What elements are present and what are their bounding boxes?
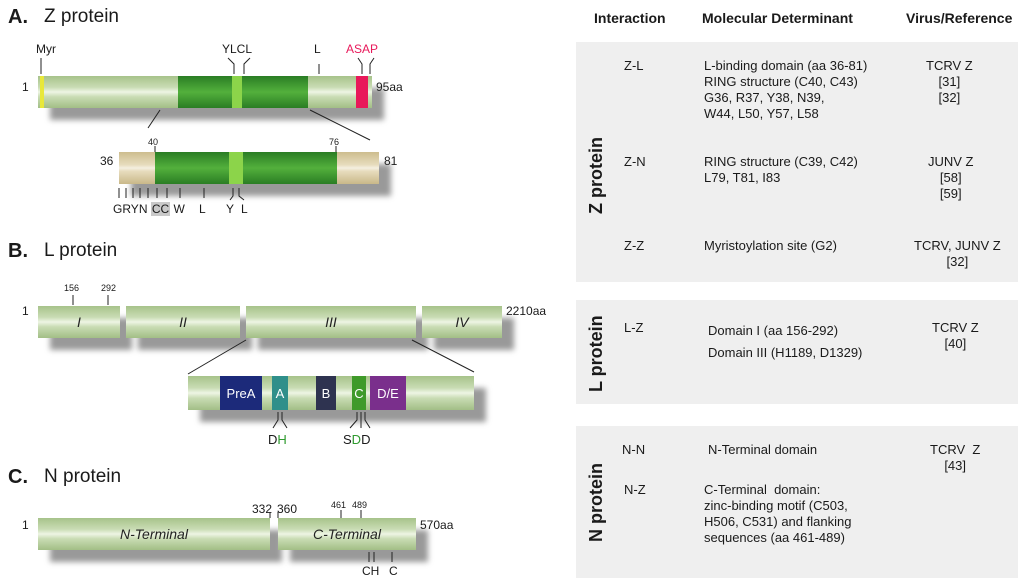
n-terminal-domain: N-Terminal [38, 518, 282, 562]
zoom-ylcl-motif [229, 152, 243, 184]
section-b-letter: B. [8, 240, 28, 262]
z-z-determinant: Myristoylation site (G2) [704, 238, 837, 253]
c-terminal-domain: C-Terminal [278, 518, 428, 562]
l-domain-iii: III [246, 306, 428, 350]
motif-c-residues: SDD [343, 432, 371, 447]
ring-domain [178, 76, 308, 108]
zoom-40-label: 40 [148, 137, 159, 147]
group-n-label: N protein [586, 463, 606, 542]
res-r: R [122, 202, 131, 216]
n-n-interaction: N-N [622, 442, 646, 457]
group-n-panel: N protein N-N N-Terminal domain TCRV Z [… [576, 426, 1018, 578]
section-a-letter: A. [8, 6, 28, 28]
n-c-label: C [389, 564, 398, 578]
header-interaction: Interaction [594, 10, 666, 26]
n-ch-label: CH [362, 564, 380, 578]
res-w: W [173, 202, 185, 216]
l-z-interaction: L-Z [624, 320, 644, 335]
l-domain-iv: IV [422, 306, 514, 350]
zoom-ring-domain [155, 152, 337, 184]
n-489-label: 489 [352, 500, 368, 510]
n-z-interaction: N-Z [624, 482, 646, 497]
n-360-label: 360 [277, 502, 298, 516]
myr-marker [40, 76, 44, 108]
l-z-determinant: Domain I (aa 156-292) Domain III (H1189,… [708, 323, 863, 360]
zoom-start-label: 36 [100, 154, 114, 168]
motif-a: A [272, 376, 288, 410]
n-332-label: 332 [252, 502, 273, 516]
header-virus: Virus/Reference [906, 10, 1013, 26]
residue-row: GRYN CC W [113, 202, 185, 216]
n-461-label: 461 [331, 500, 347, 510]
n-n-virus: TCRV Z [43] [930, 442, 981, 473]
asap-motif [356, 76, 368, 108]
l-domain-i: I [38, 306, 132, 350]
z-l-determinant: L-binding domain (aa 36-81) RING structu… [704, 58, 868, 121]
group-l-label: L protein [586, 315, 606, 392]
section-c-title: N protein [44, 466, 122, 487]
z-start-label: 1 [22, 80, 29, 94]
z-protein-bar [38, 76, 384, 120]
asap-label: ASAP [346, 42, 379, 56]
z-z-interaction: Z-Z [624, 238, 645, 253]
motif-prea: PreA [220, 376, 262, 410]
z-z-virus: TCRV, JUNV Z [32] [914, 238, 1001, 269]
res-l1: L [199, 202, 206, 216]
myr-label: Myr [36, 42, 56, 56]
motif-b: B [316, 376, 336, 410]
res-l2: L [241, 202, 248, 216]
motif-de: D/E [370, 376, 406, 410]
ylcl-motif [232, 76, 242, 108]
zoom-76-label: 76 [329, 137, 340, 147]
l-domain-ii: II [126, 306, 252, 350]
res-y2: Y [226, 202, 235, 216]
n-z-determinant: C-Terminal domain: zinc-binding motif (C… [704, 482, 852, 545]
motif-a-residues: DH [268, 432, 287, 447]
res-y: Y [130, 202, 139, 216]
z-n-virus: JUNV Z [58] [59] [928, 154, 974, 201]
section-c-letter: C. [8, 466, 28, 488]
section-a-title: Z protein [44, 6, 119, 27]
z-n-determinant: RING structure (C39, C42) L79, T81, I83 [704, 154, 858, 185]
l-start-label: 1 [22, 304, 29, 318]
l-156-label: 156 [64, 283, 80, 293]
header-determinant: Molecular Determinant [702, 10, 853, 26]
l-label: L [314, 42, 321, 56]
res-cc: CC [150, 202, 171, 216]
group-z-panel: Z protein Z-L L-binding domain (aa 36-81… [576, 42, 1018, 282]
l-zoom-bar: PreA A B C D/E [188, 376, 486, 422]
l-292-label: 292 [101, 283, 117, 293]
n-n-determinant: N-Terminal domain [708, 442, 818, 457]
group-l-panel: L protein L-Z Domain I (aa 156-292) Doma… [576, 300, 1018, 404]
z-l-virus: TCRV Z [31] [32] [926, 58, 973, 105]
z-zoom-bar [119, 152, 391, 196]
l-z-virus: TCRV Z [40] [932, 320, 979, 351]
z-n-interaction: Z-N [624, 154, 646, 169]
motif-c: C [352, 376, 366, 410]
n-end-label: 570aa [420, 518, 454, 532]
ylcl-label: YLCL [222, 42, 253, 56]
l-end-label: 2210aa [506, 304, 547, 318]
group-z-label: Z protein [586, 137, 606, 214]
section-b-title: L protein [44, 240, 118, 261]
res-n: N [138, 202, 148, 216]
z-l-interaction: Z-L [624, 58, 644, 73]
res-g: G [113, 202, 123, 216]
n-start-label: 1 [22, 518, 29, 532]
